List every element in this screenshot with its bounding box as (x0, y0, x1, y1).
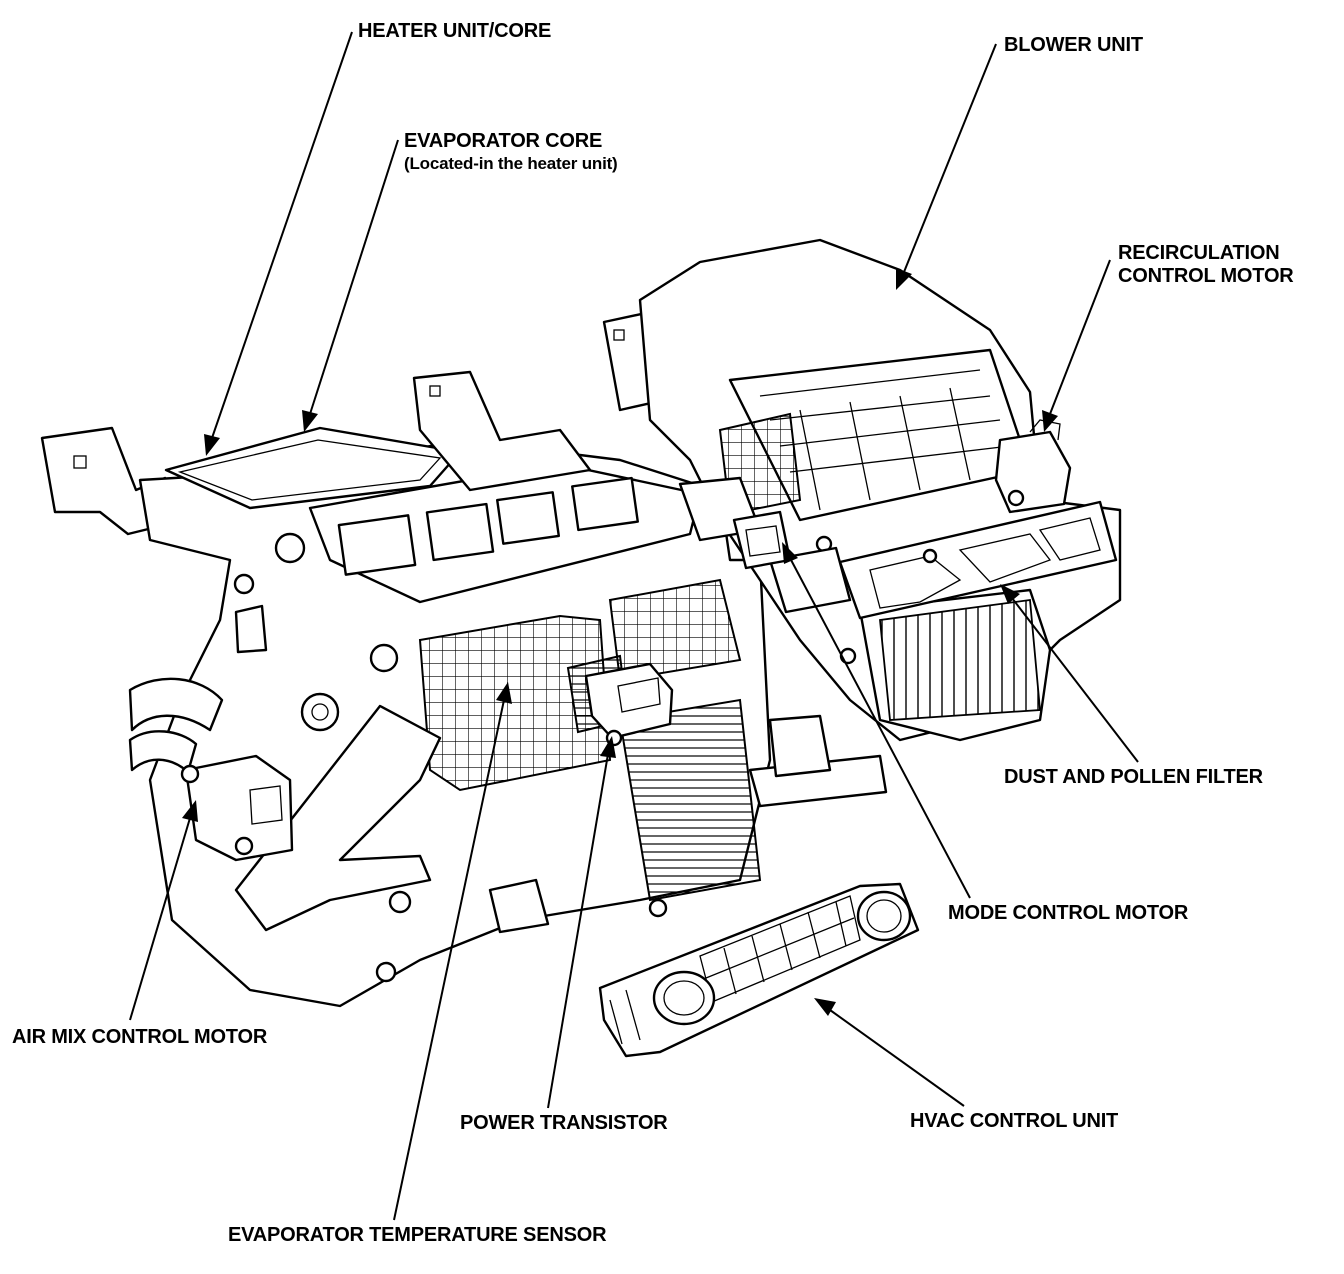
blower-unit (602, 238, 1122, 808)
air-mix-control-motor (180, 754, 294, 862)
air-mix-control-motor-label: AIR MIX CONTROL MOTOR (12, 1026, 268, 1048)
hvac-control-unit-label: HVAC CONTROL UNIT (910, 1110, 1119, 1132)
evaporator-core-label: EVAPORATOR CORE (Located-in the heater u… (404, 130, 618, 174)
evaporator-temperature-sensor-label: EVAPORATOR TEMPERATURE SENSOR (228, 1224, 607, 1246)
heater-unit (40, 370, 772, 1008)
recirculation-control-motor (994, 419, 1072, 514)
leader-lines (129, 31, 1139, 1221)
hvac-control-unit (598, 882, 920, 1058)
recirculation-control-motor-label: RECIRCULATION CONTROL MOTOR (1118, 242, 1294, 288)
power-transistor-label: POWER TRANSISTOR (460, 1112, 668, 1134)
evaporator-core-title: EVAPORATOR CORE (404, 130, 603, 152)
mode-control-motor-label: MODE CONTROL MOTOR (948, 902, 1189, 924)
evaporator-core-note: (Located-in the heater unit) (404, 154, 618, 173)
blower-unit-label: BLOWER UNIT (1004, 34, 1143, 56)
heater-unit-label: HEATER UNIT/CORE (358, 20, 552, 42)
recirculation-label-line2: CONTROL MOTOR (1118, 265, 1294, 287)
dust-pollen-filter-label: DUST AND POLLEN FILTER (1004, 766, 1263, 788)
power-transistor (566, 654, 674, 747)
recirculation-label-line1: RECIRCULATION (1118, 242, 1280, 264)
